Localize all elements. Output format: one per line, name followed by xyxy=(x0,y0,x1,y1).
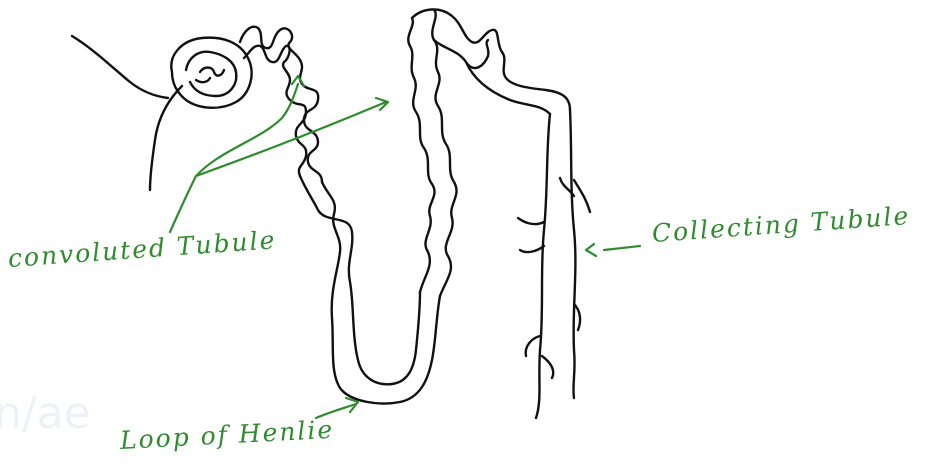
convoluted-arrow-shaft xyxy=(170,84,298,232)
duct-branch-4 xyxy=(520,246,544,252)
collecting-arrow-head xyxy=(586,244,596,256)
glomerulus xyxy=(186,52,236,96)
collecting-arrow xyxy=(604,246,640,250)
efferent-vessel xyxy=(150,86,182,190)
duct-branch-7 xyxy=(542,356,553,378)
afferent-vessel xyxy=(72,36,168,98)
descending-limb-outer xyxy=(322,182,440,403)
collecting-duct-left xyxy=(536,114,550,418)
duct-branch-1 xyxy=(574,180,590,212)
distal-tubule-inner xyxy=(434,40,550,114)
bowmans-capsule xyxy=(171,38,251,108)
ascending-limb-outer xyxy=(432,10,456,296)
duct-branch-3 xyxy=(518,218,544,224)
collecting-duct-right xyxy=(570,110,575,398)
ascending-limb-inner xyxy=(408,18,434,292)
convoluted-arrow-branch xyxy=(196,102,386,176)
descending-limb-inner xyxy=(300,176,420,384)
duct-branch-6 xyxy=(526,336,540,356)
proximal-tubule-inner xyxy=(244,46,306,176)
